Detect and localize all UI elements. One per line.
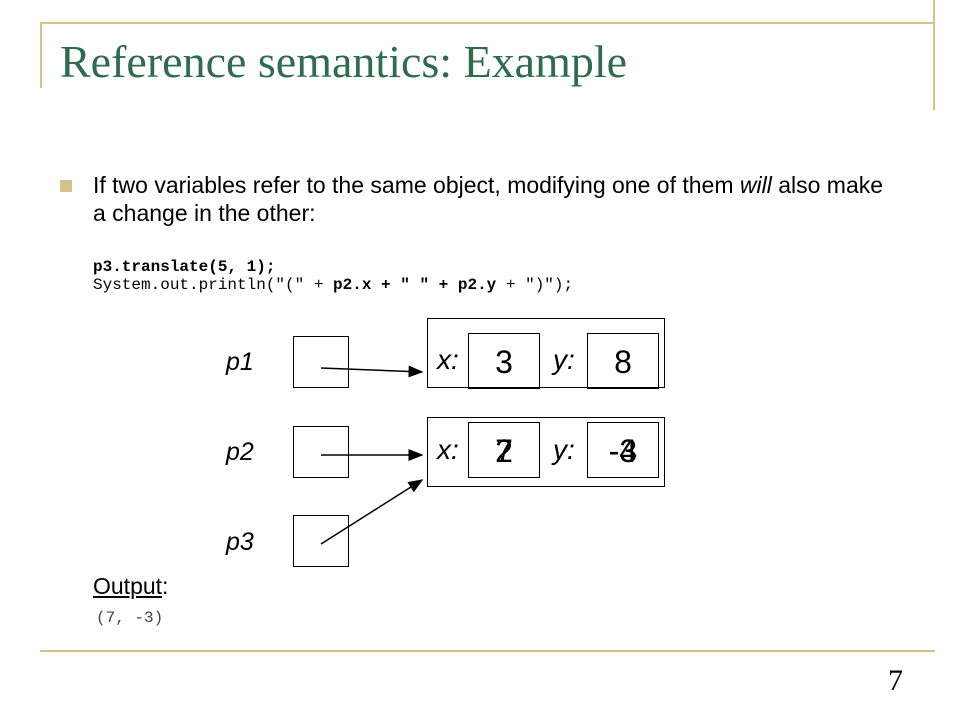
variable-label-p2: p2 bbox=[226, 438, 254, 466]
reference-box-p2 bbox=[293, 426, 349, 478]
bullet-text-before: If two variables refer to the same objec… bbox=[93, 172, 740, 198]
code-segment: + ")"); bbox=[496, 276, 574, 294]
page-number: 7 bbox=[888, 664, 903, 697]
code-segment: System.out.println("(" + bbox=[93, 276, 334, 294]
bullet-text: If two variables refer to the same objec… bbox=[93, 171, 893, 227]
point-object-1 bbox=[427, 318, 665, 388]
reference-box-p3 bbox=[293, 515, 349, 567]
frame-line-top bbox=[40, 22, 935, 24]
field-label-y: y: bbox=[553, 344, 575, 375]
field-box-y-2: -4 -3 bbox=[587, 422, 659, 478]
code-line-println: System.out.println("(" + p2.x + " " + p2… bbox=[93, 276, 573, 294]
new-value-y: -3 bbox=[608, 433, 638, 469]
field-box-x-1: 3 bbox=[468, 333, 540, 389]
bullet-square-icon bbox=[60, 180, 72, 192]
frame-line-right bbox=[933, 0, 935, 110]
field-box-y-1: 8 bbox=[587, 333, 659, 389]
variable-label-p1: p1 bbox=[226, 348, 254, 376]
arrow-p3-to-object2 bbox=[320, 479, 424, 545]
old-value-y: -4 bbox=[608, 433, 638, 469]
field-label-x: x: bbox=[437, 434, 459, 465]
arrow-p1-to-object1 bbox=[320, 365, 424, 378]
reference-box-p1 bbox=[293, 336, 349, 388]
variable-label-p3: p3 bbox=[226, 528, 254, 556]
new-value-x: 7 bbox=[495, 433, 513, 469]
output-value: (7, -3) bbox=[96, 609, 164, 627]
output-label: Output: bbox=[93, 573, 169, 599]
code-line-translate: p3.translate(5, 1); bbox=[93, 258, 276, 276]
bullet-text-emphasis: will bbox=[739, 172, 772, 198]
field-label-x: x: bbox=[437, 344, 459, 375]
code-segment-p2y: p2.y bbox=[457, 276, 497, 294]
code-segment: + " " + bbox=[371, 276, 458, 294]
frame-line-left bbox=[40, 22, 42, 88]
bullet-text-after: also make a change in the other: bbox=[93, 172, 884, 226]
slide-title: Reference semantics: Example bbox=[60, 36, 628, 87]
point-object-2 bbox=[427, 417, 665, 487]
frame-line-bottom bbox=[40, 650, 935, 652]
code-segment-p2x: p2.x bbox=[333, 276, 372, 294]
field-box-x-2: 2 7 bbox=[468, 422, 540, 478]
old-value-x: 2 bbox=[495, 433, 513, 469]
field-label-y: y: bbox=[553, 434, 575, 465]
